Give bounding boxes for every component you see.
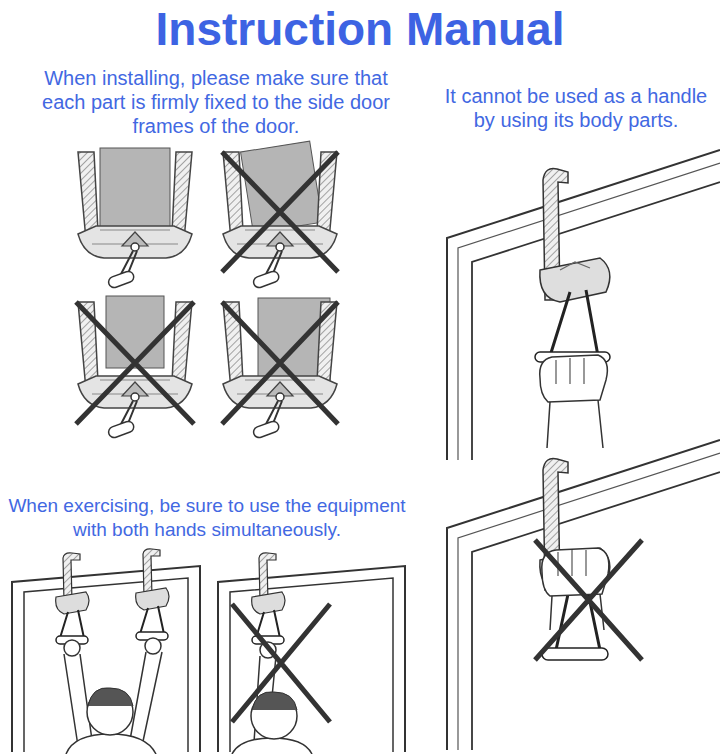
- instruction-note: When exercising, be sure to use the equi…: [4, 494, 410, 542]
- instruction-note: It cannot be used as a handle by using i…: [436, 84, 716, 132]
- instruction-note: When installing, please make sure that e…: [30, 66, 402, 138]
- manual-title: Instruction Manual: [0, 2, 720, 56]
